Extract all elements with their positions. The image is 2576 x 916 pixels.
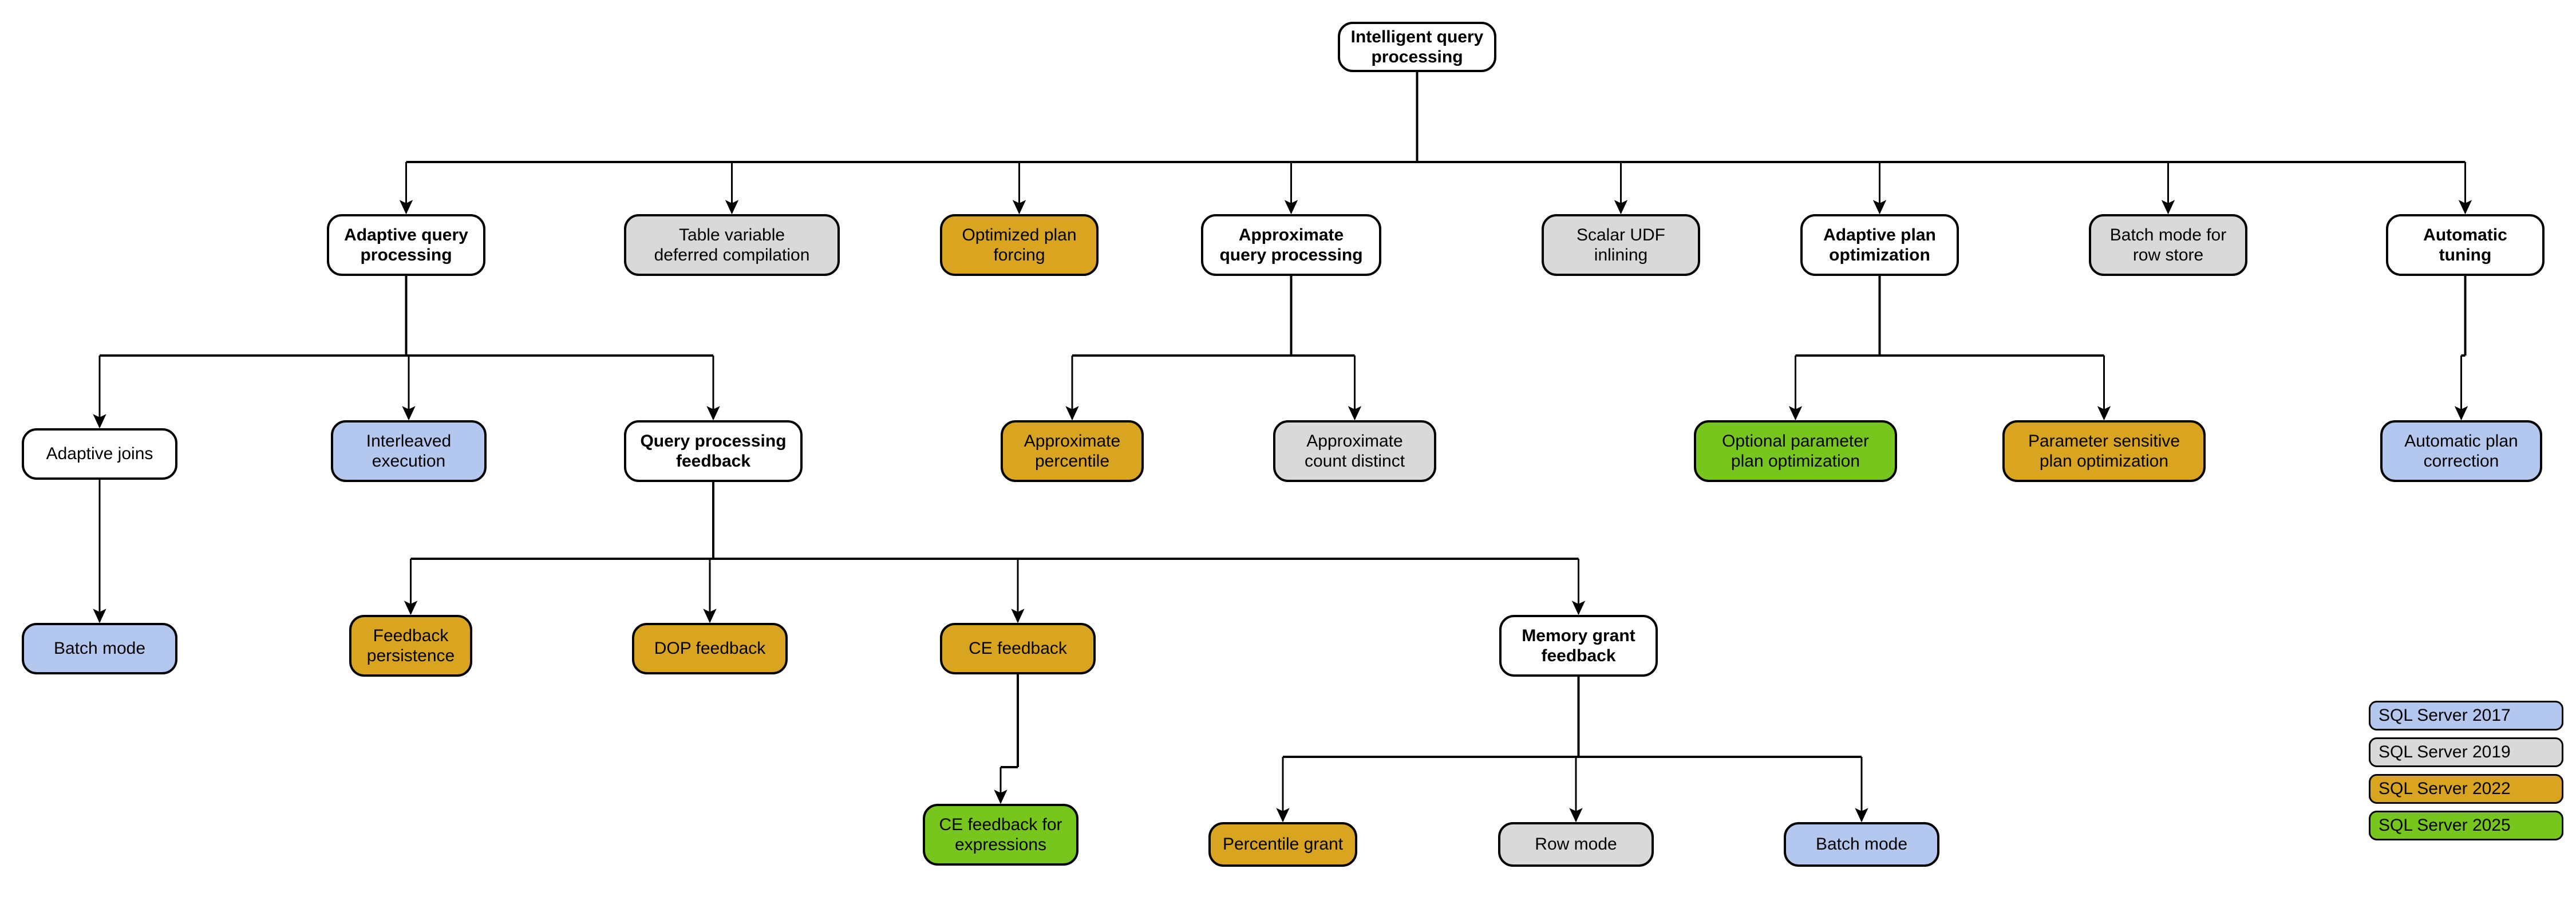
node-label: DOP feedback [654,639,766,658]
node-acd[interactable]: Approximate count distinct [1273,420,1436,482]
node-label: CE feedback [969,639,1067,658]
node-label: Query processing feedback [640,431,787,471]
node-label: Scalar UDF inlining [1576,225,1666,264]
node-label: Optimized plan forcing [962,225,1077,264]
node-rm[interactable]: Row mode [1498,822,1654,867]
node-pg[interactable]: Percentile grant [1208,822,1357,867]
node-label: Approximate percentile [1024,431,1121,471]
node-opf[interactable]: Optimized plan forcing [940,214,1099,276]
node-approxqp[interactable]: Approximate query processing [1201,214,1381,276]
legend-item-label: SQL Server 2022 [2379,779,2511,798]
node-label: Parameter sensitive plan optimization [2028,431,2180,471]
node-qpf[interactable]: Query processing feedback [624,420,803,482]
node-label: Adaptive query processing [344,225,468,264]
node-label: Approximate count distinct [1304,431,1405,471]
node-aqp[interactable]: Adaptive query processing [327,214,485,276]
node-fp[interactable]: Feedback persistence [349,615,472,677]
node-apc[interactable]: Automatic plan correction [2380,420,2542,482]
legend-item-label: SQL Server 2019 [2379,743,2511,761]
node-label: Intelligent query processing [1350,27,1484,66]
node-cefe[interactable]: CE feedback for expressions [923,804,1078,866]
node-label: Automatic tuning [2423,225,2507,264]
node-bm2[interactable]: Batch mode [1784,822,1939,867]
node-aj[interactable]: Adaptive joins [22,428,177,480]
legend-item-label: SQL Server 2025 [2379,816,2511,835]
node-label: Batch mode [53,639,146,658]
node-tvdc[interactable]: Table variable deferred compilation [624,214,840,276]
node-label: Percentile grant [1222,835,1344,854]
node-label: Adaptive joins [46,444,153,464]
legend-item-sql-server-2022: SQL Server 2022 [2369,774,2563,804]
node-sudf[interactable]: Scalar UDF inlining [1542,214,1700,276]
node-bmrs[interactable]: Batch mode for row store [2089,214,2247,276]
node-mgf[interactable]: Memory grant feedback [1499,615,1658,677]
node-label: Batch mode for row store [2109,225,2227,264]
node-label: Adaptive plan optimization [1823,225,1936,264]
node-dopf[interactable]: DOP feedback [632,623,788,674]
node-label: Approximate query processing [1219,225,1363,264]
legend-item-sql-server-2025: SQL Server 2025 [2369,811,2563,840]
node-oppo[interactable]: Optional parameter plan optimization [1694,420,1897,482]
node-pspo[interactable]: Parameter sensitive plan optimization [2002,420,2206,482]
node-label: Batch mode [1815,835,1908,854]
legend-item-sql-server-2017: SQL Server 2017 [2369,701,2563,731]
node-label: Feedback persistence [366,626,455,665]
node-label: Table variable deferred compilation [654,225,810,264]
node-ie[interactable]: Interleaved execution [331,420,487,482]
legend-item-label: SQL Server 2017 [2379,706,2511,725]
node-iqp[interactable]: Intelligent query processing [1338,22,1496,72]
node-apo[interactable]: Adaptive plan optimization [1800,214,1959,276]
node-at[interactable]: Automatic tuning [2386,214,2545,276]
node-label: Row mode [1535,835,1617,854]
node-ap[interactable]: Approximate percentile [1001,420,1144,482]
node-label: CE feedback for expressions [939,815,1062,854]
node-label: Automatic plan correction [2404,431,2518,471]
node-label: Optional parameter plan optimization [1722,431,1869,471]
node-bm1[interactable]: Batch mode [22,623,177,674]
node-cef[interactable]: CE feedback [940,623,1096,674]
node-label: Memory grant feedback [1522,626,1635,665]
node-label: Interleaved execution [366,431,452,471]
legend-item-sql-server-2019: SQL Server 2019 [2369,737,2563,767]
